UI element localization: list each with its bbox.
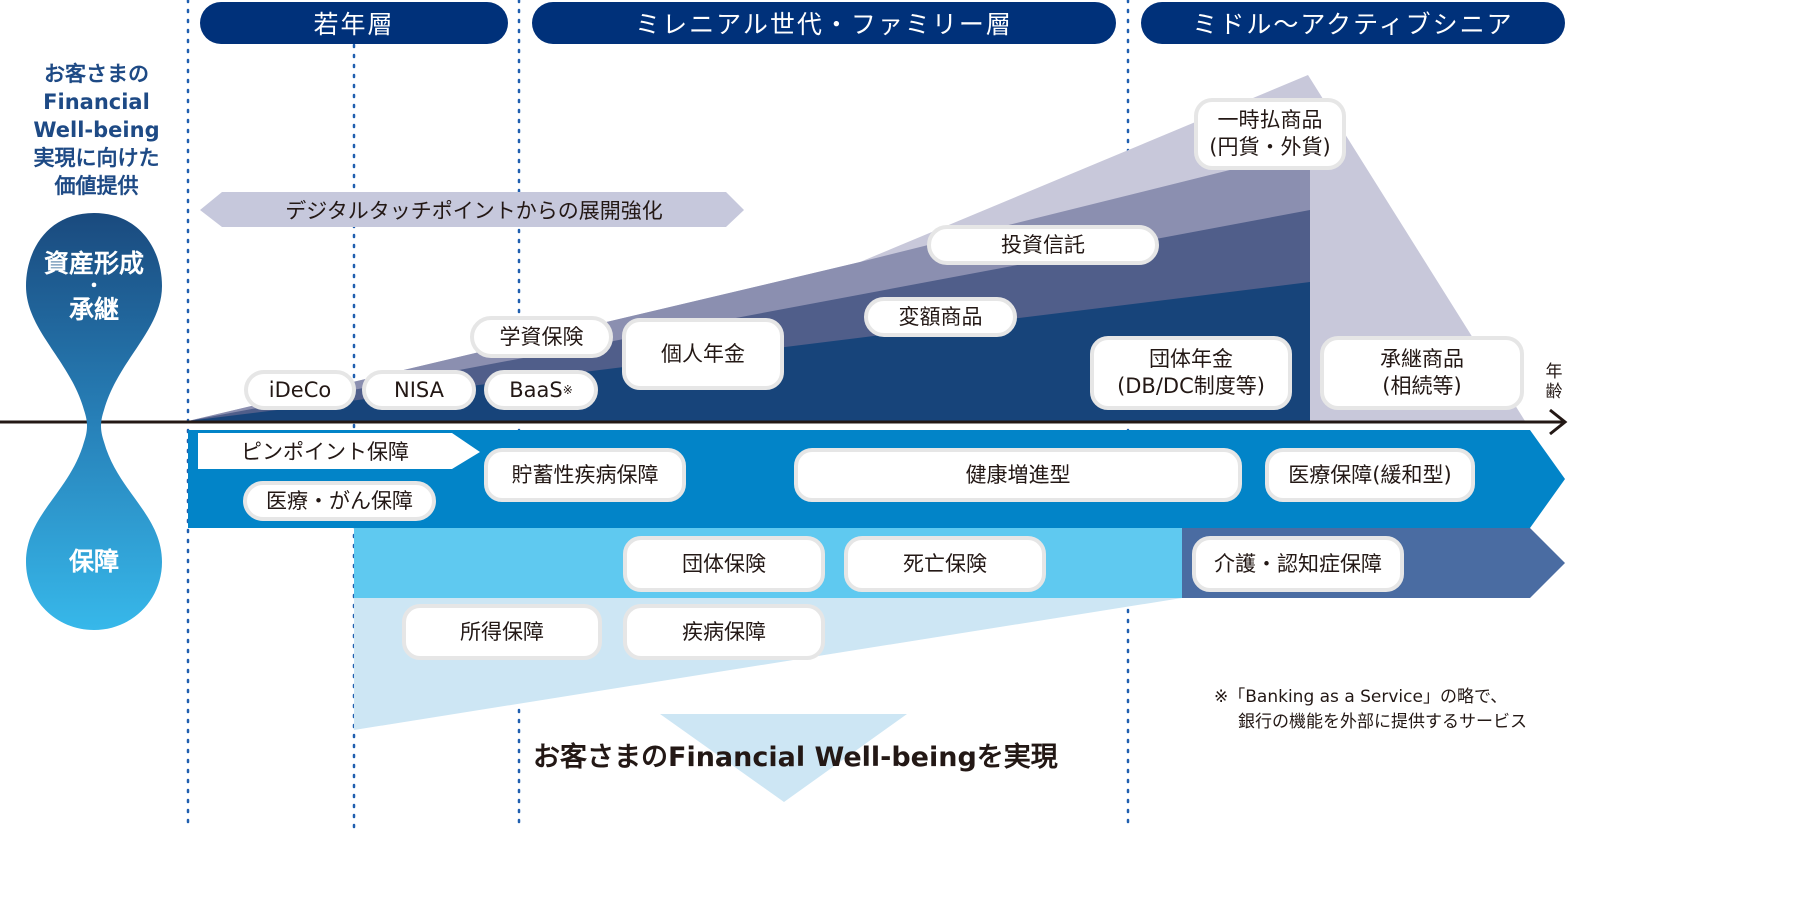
product-iryou-kanwa: 医療保障(緩和型) xyxy=(1265,448,1475,502)
product-chochiku-shippei: 貯蓄性疾病保障 xyxy=(484,448,686,502)
side-heading-line: Financial xyxy=(43,90,150,114)
asset-label-dot: ・ xyxy=(85,276,103,297)
product-shoukei: 承継商品 (相続等) xyxy=(1320,336,1524,410)
age-axis-arrowhead xyxy=(1549,408,1568,436)
asset-formation-label: 資産形成 ・ 承継 xyxy=(26,250,162,324)
age-label-char: 年 xyxy=(1545,362,1563,382)
protection-label: 保障 xyxy=(68,547,119,576)
product-iryou-gan: 医療・がん保障 xyxy=(243,481,436,521)
product-shibou-hoken: 死亡保険 xyxy=(844,536,1046,592)
side-heading: お客さまの Financial Well-being 実現に向けた 価値提供 xyxy=(14,60,179,200)
asset-protection-drop xyxy=(26,213,162,630)
side-heading-line: お客さまの xyxy=(44,62,149,86)
product-dantai-nenkin: 団体年金 (DB/DC制度等) xyxy=(1090,336,1292,410)
product-kojin-nenkin: 個人年金 xyxy=(622,318,784,390)
product-dantai-hoken: 団体保険 xyxy=(623,536,825,592)
product-kaigo-ninchi: 介護・認知症保障 xyxy=(1192,536,1404,592)
side-heading-line: 価値提供 xyxy=(54,174,139,198)
segment-young: 若年層 xyxy=(200,2,508,44)
ichiji-line1: 一時払商品 xyxy=(1217,108,1323,132)
pinpoint-flag-shape xyxy=(198,433,480,469)
product-baas: BaaS※ xyxy=(484,370,598,410)
digital-banner-shape xyxy=(200,192,744,227)
shoukei-line2: (相続等) xyxy=(1382,374,1462,398)
side-heading-line: Well-being xyxy=(33,118,160,142)
segment-middle-senior: ミドル〜アクティブシニア xyxy=(1141,2,1565,44)
product-kenkou-zoushin: 健康増進型 xyxy=(794,448,1242,502)
product-shotoku: 所得保障 xyxy=(402,604,602,660)
product-nisa: NISA xyxy=(362,370,476,410)
product-ichiji: 一時払商品 (円貨・外貨) xyxy=(1194,98,1346,170)
ichiji-line2: (円貨・外貨) xyxy=(1209,135,1331,159)
product-pinpoint: ピンポイント保障 xyxy=(241,440,409,464)
product-hengaku: 変額商品 xyxy=(864,297,1017,337)
product-shippei: 疾病保障 xyxy=(623,604,825,660)
footnote-line2: 銀行の機能を外部に提供するサービス xyxy=(1238,712,1527,732)
digital-banner-text: デジタルタッチポイントからの展開強化 xyxy=(285,198,663,223)
dantai-nenkin-line2: (DB/DC制度等) xyxy=(1117,374,1265,398)
shoukei-line1: 承継商品 xyxy=(1380,347,1464,371)
age-axis-label: 年 齢 xyxy=(1544,362,1564,402)
asset-label-line2: 承継 xyxy=(68,295,119,324)
product-gakushi-hoken: 学資保険 xyxy=(470,316,613,358)
side-heading-line: 実現に向けた xyxy=(33,146,160,170)
product-ideco: iDeCo xyxy=(244,370,356,410)
asset-label-line1: 資産形成 xyxy=(43,249,144,278)
baas-footnote: ※「Banking as a Service」の略で、 銀行の機能を外部に提供す… xyxy=(1214,685,1527,735)
baas-footnote-mark: ※ xyxy=(562,383,573,397)
segment-millennial-family: ミレニアル世代・ファミリー層 xyxy=(532,2,1116,44)
baas-text: BaaS xyxy=(509,377,563,402)
conclusion-text: お客さまのFinancial Well-beingを実現 xyxy=(533,742,1058,773)
product-toushin: 投資信託 xyxy=(927,225,1159,265)
age-label-char: 齢 xyxy=(1545,382,1563,402)
dantai-nenkin-line1: 団体年金 xyxy=(1149,347,1233,371)
conclusion-triangle xyxy=(660,714,907,802)
footnote-line1: ※「Banking as a Service」の略で、 xyxy=(1214,687,1508,707)
